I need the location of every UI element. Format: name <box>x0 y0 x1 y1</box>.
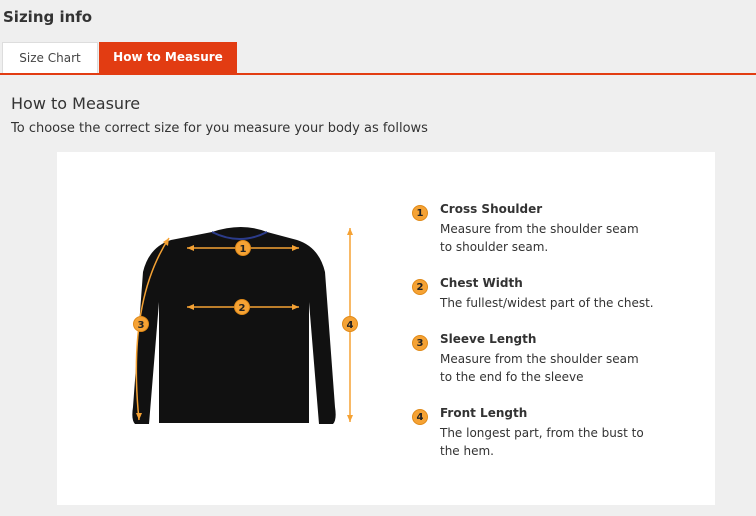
section-title: How to Measure <box>11 94 141 113</box>
measure-card: 1 2 3 4 1 Cross Shoulder Measure from th… <box>57 152 715 505</box>
marker-4-label: 4 <box>347 320 354 331</box>
page-title: Sizing info <box>3 8 93 26</box>
step-number-badge: 1 <box>412 205 428 221</box>
tab-bar: Size Chart How to Measure <box>0 42 756 76</box>
sweater-image <box>132 227 336 424</box>
tab-underline <box>0 73 756 75</box>
marker-1-label: 1 <box>240 244 247 255</box>
marker-2-label: 2 <box>239 303 246 314</box>
marker-1: 1 <box>235 240 251 256</box>
tab-size-chart[interactable]: Size Chart <box>2 42 98 73</box>
marker-3: 3 <box>133 316 149 332</box>
marker-3-label: 3 <box>138 320 145 331</box>
step-title: Chest Width <box>440 276 523 290</box>
marker-4: 4 <box>342 316 358 332</box>
step-description: The fullest/widest part of the chest. <box>440 296 654 310</box>
step-number-badge: 2 <box>412 279 428 295</box>
marker-2: 2 <box>234 299 250 315</box>
section-subtitle: To choose the correct size for you measu… <box>11 121 428 136</box>
step-number-badge: 4 <box>412 409 428 425</box>
step-title: Cross Shoulder <box>440 202 543 216</box>
step-number-badge: 3 <box>412 335 428 351</box>
sweater-diagram: 1 2 3 4 <box>132 227 358 424</box>
step-title: Sleeve Length <box>440 332 537 346</box>
step-title: Front Length <box>440 406 528 420</box>
tab-how-to-measure[interactable]: How to Measure <box>99 42 237 73</box>
